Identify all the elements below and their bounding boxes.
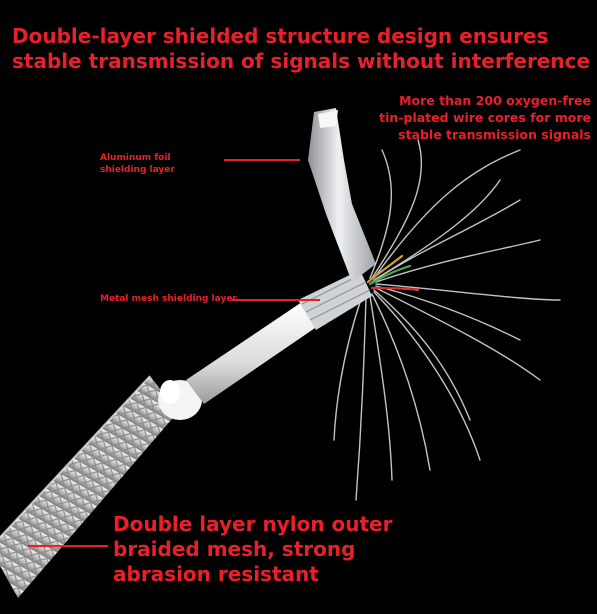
inner-jacket: [186, 302, 318, 404]
sleeve-fray: [158, 380, 202, 420]
metal-mesh-layer: [298, 270, 372, 330]
headline-line: stable transmission of signals without i…: [12, 49, 591, 73]
braided-sleeve: [0, 375, 178, 598]
inner-colored-cores: [366, 254, 420, 292]
label-line: stable transmission signals: [398, 127, 591, 142]
label-line: Aluminum foil: [100, 153, 171, 163]
headline-line: Double-layer shielded structure design e…: [12, 24, 549, 48]
label-line: Double layer nylon outer: [113, 512, 393, 536]
headline: Double-layer shielded structure design e…: [12, 24, 592, 74]
label-line: shielding layer: [100, 165, 175, 175]
aluminum-foil-strip: [308, 108, 376, 282]
label-line: abrasion resistant: [113, 562, 319, 586]
label-line: tin-plated wire cores for more: [379, 110, 591, 125]
outer-braid-label: Double layer nylon outer braided mesh, s…: [113, 512, 443, 587]
wire-cores-label: More than 200 oxygen-free tin-plated wir…: [331, 92, 591, 143]
label-line: More than 200 oxygen-free: [399, 93, 591, 108]
mesh-label: Metal mesh shielding layer: [100, 294, 237, 304]
label-line: braided mesh, strong: [113, 537, 356, 561]
foil-label: Aluminum foil shielding layer: [100, 152, 230, 176]
wire-cores: [333, 139, 561, 501]
